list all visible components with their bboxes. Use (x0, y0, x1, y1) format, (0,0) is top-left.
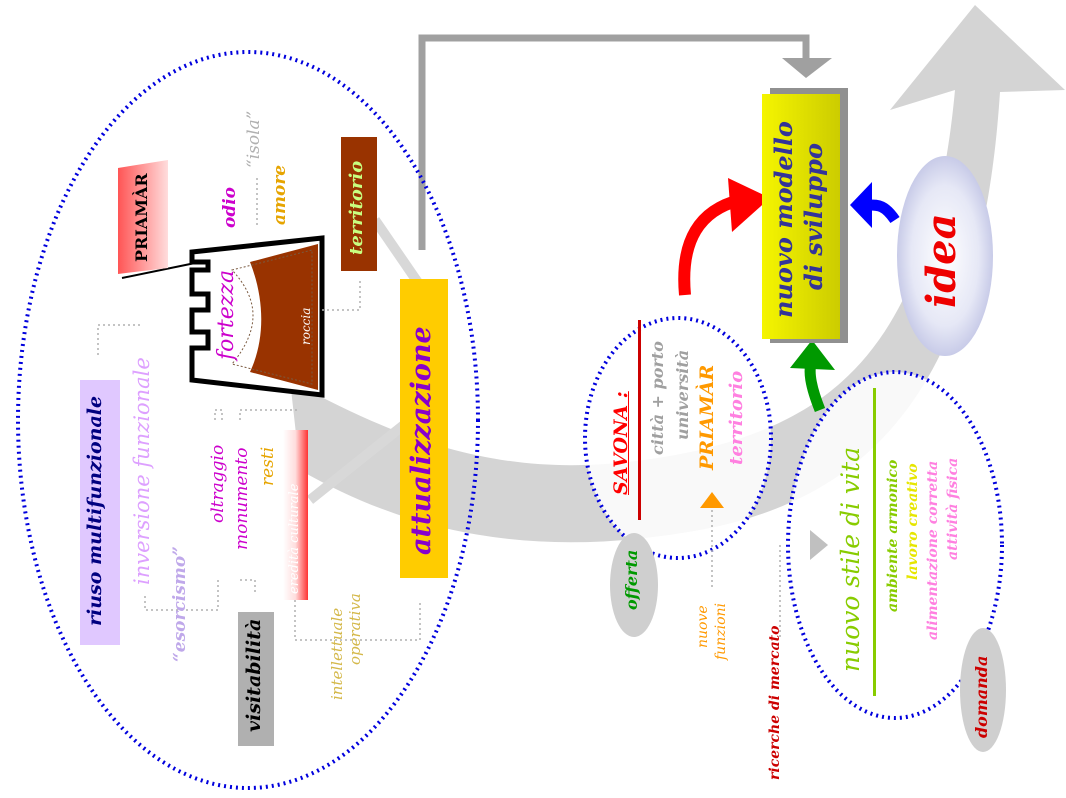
inversione-label: inversione funzionale (130, 357, 154, 585)
offerta-ellipse (583, 316, 773, 560)
offerta-label: offerta (622, 549, 641, 610)
eredita-label: eredità culturale (287, 483, 302, 594)
idea-label: idea (918, 213, 965, 308)
amore-label: amore (270, 164, 290, 225)
universita-label: università (673, 349, 692, 440)
red-arrowhead (728, 178, 770, 232)
monumento-label: monumento (232, 447, 252, 550)
lavoro-label: lavoro creativo (905, 463, 921, 580)
ricerche-label: ricerche di mercato (767, 625, 783, 780)
small-arrowhead (810, 530, 828, 560)
left-ellipse (16, 50, 480, 790)
red-arrow (678, 194, 742, 296)
flag-pole (121, 261, 201, 279)
territorio-box (341, 137, 377, 271)
nuove-label: nuove (695, 605, 711, 648)
domanda-label: domanda (972, 655, 991, 738)
attivita-label: attività fisica (945, 457, 961, 560)
operativa-label: operativa (346, 593, 364, 665)
roccia-label: roccia (299, 307, 313, 345)
odio-label: odio (220, 186, 240, 228)
alimentazione-label: alimentazione corretta (925, 460, 941, 640)
savona-label: SAVONA : (610, 391, 632, 495)
green-arrowhead (790, 340, 835, 370)
esorcismo-label: “esorcismo” (170, 546, 190, 662)
fortezza-label: fortezza (214, 269, 239, 360)
dotted-connectors (97, 175, 781, 641)
priamar-flag-label: PRIAMÀR (132, 173, 151, 262)
modello-line1: nuovo modello (769, 121, 798, 318)
riuso-box (80, 380, 120, 645)
intellettuale-label: intellettuale (328, 607, 346, 700)
idea-ellipse (897, 156, 993, 356)
flow-arrowhead-grey (782, 58, 832, 78)
savona-underline (638, 320, 641, 520)
domanda-oval (960, 628, 1006, 752)
blue-arrowhead (850, 182, 872, 228)
priamar-offerta-label: PRIAMÀR (696, 364, 718, 470)
territorio-offerta-label: territorio (726, 370, 747, 465)
attualizzazione-label: attualizzazione (406, 326, 437, 555)
resti-label: resti (258, 446, 278, 486)
riuso-label: riuso multifunzionale (84, 395, 106, 626)
citta-porto-label: città + porto (648, 341, 667, 455)
flow-arrow-grey (418, 34, 810, 250)
modello-line2: di sviluppo (799, 143, 828, 290)
eredita-bar (283, 430, 308, 600)
flag-shape (118, 160, 168, 274)
offerta-oval (610, 533, 658, 637)
blue-arrow (869, 199, 900, 224)
small-arrowhead (700, 492, 724, 508)
territorio-label: territorio (346, 160, 367, 255)
connector-line (306, 416, 414, 504)
oltraggio-label: oltraggio (208, 444, 228, 523)
visitabilita-label: visitabilità (243, 618, 265, 732)
attualizzazione-box (400, 279, 448, 578)
ambiente-label: ambiente armonico (885, 459, 901, 612)
stile-underline (873, 388, 876, 696)
funzioni-label: funzioni (713, 603, 729, 660)
stile-label: nuovo stile di vita (836, 447, 865, 672)
rock-shape (250, 244, 318, 390)
isola-label: “isola” (244, 110, 264, 168)
modello-box (762, 94, 840, 339)
domanda-ellipse (786, 370, 1004, 720)
visitabilita-box (238, 612, 274, 746)
